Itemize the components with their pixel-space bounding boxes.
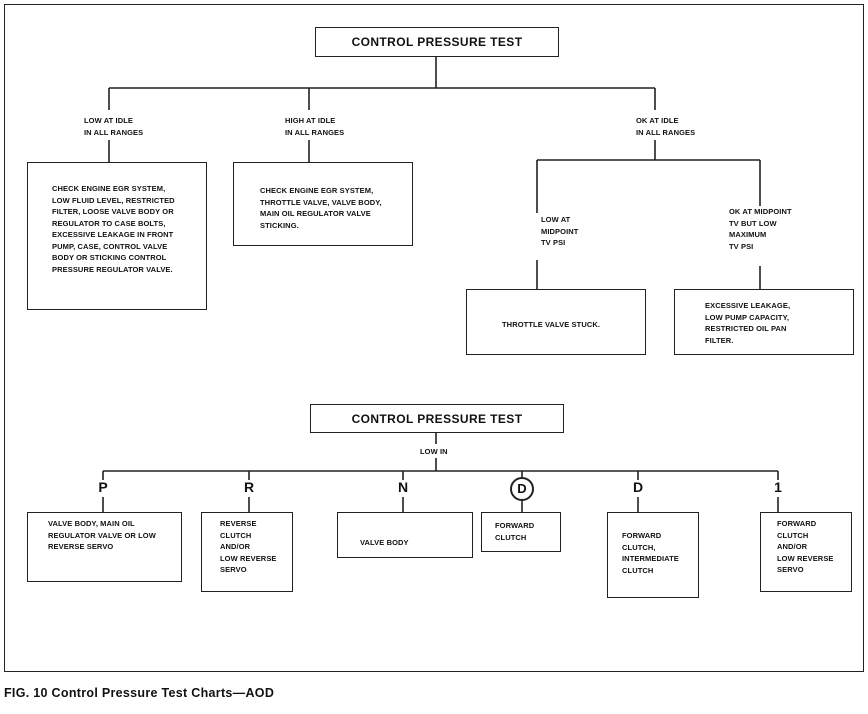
range-n: N — [397, 479, 409, 495]
low-in-label: LOW IN — [420, 447, 448, 456]
figure-frame — [4, 4, 864, 672]
range-p: P — [98, 479, 108, 495]
range-1: 1 — [774, 479, 782, 495]
branch-low-at-midpoint: LOW AT MIDPOINT TV PSI — [541, 215, 579, 247]
range-r: R — [243, 479, 255, 495]
figure-caption: FIG. 10 Control Pressure Test Charts—AOD — [4, 686, 275, 700]
range-d: D — [632, 479, 644, 495]
branch-ok-at-idle: OK AT IDLE IN ALL RANGES — [636, 116, 696, 137]
ok-at-midpoint-causes: EXCESSIVE LEAKAGE, LOW PUMP CAPACITY, RE… — [674, 289, 854, 355]
range-p-causes: VALVE BODY, MAIN OIL REGULATOR VALVE OR … — [27, 512, 182, 582]
low-at-midpoint-cause: THROTTLE VALVE STUCK. — [466, 289, 646, 355]
range-overdrive-circled-d: D — [510, 477, 534, 501]
branch-ok-at-midpoint: OK AT MIDPOINT TV BUT LOW MAXIMUM TV PSI — [729, 207, 792, 251]
branch-high-at-idle: HIGH AT IDLE IN ALL RANGES — [285, 116, 345, 137]
branch-low-at-idle: LOW AT IDLE IN ALL RANGES — [84, 116, 144, 137]
chart1-title: CONTROL PRESSURE TEST — [315, 27, 559, 57]
range-circled-d-causes: FORWARD CLUTCH — [481, 512, 561, 552]
range-n-causes: VALVE BODY — [337, 512, 473, 558]
low-at-idle-causes: CHECK ENGINE EGR SYSTEM, LOW FLUID LEVEL… — [27, 162, 207, 310]
range-r-causes: REVERSE CLUTCH AND/OR LOW REVERSE SERVO — [201, 512, 293, 592]
range-1-causes: FORWARD CLUTCH AND/OR LOW REVERSE SERVO — [760, 512, 852, 592]
chart2-title-text: CONTROL PRESSURE TEST — [351, 411, 523, 426]
high-at-idle-causes: CHECK ENGINE EGR SYSTEM, THROTTLE VALVE,… — [233, 162, 413, 246]
range-d-causes: FORWARD CLUTCH, INTERMEDIATE CLUTCH — [607, 512, 699, 598]
chart1-title-text: CONTROL PRESSURE TEST — [351, 35, 523, 49]
chart2-title: CONTROL PRESSURE TEST — [310, 404, 564, 433]
